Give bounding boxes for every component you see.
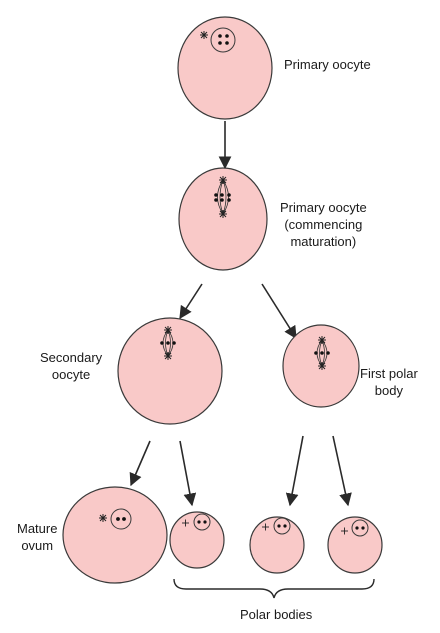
primary-oocyte-maturing-cell: [178, 167, 268, 271]
label-secondary-oocyte: Secondary oocyte: [40, 350, 103, 382]
centrosome-icon: [200, 31, 208, 39]
primary-oocyte-cell: [177, 16, 273, 120]
spindle-icon: [217, 179, 229, 215]
arrow-left: [179, 283, 203, 320]
polar-body-2: [249, 516, 305, 574]
polar-body-3: [327, 516, 383, 574]
label-mature-ovum: Mature ovum: [17, 521, 58, 553]
polar-bodies-brace: [173, 578, 375, 599]
arrow-right: [261, 283, 297, 340]
arrow-to-polar-body-3: [332, 435, 352, 507]
secondary-oocyte-cell: [117, 317, 223, 425]
label-polar-bodies: Polar bodies: [240, 607, 313, 622]
first-polar-body-cell: [282, 324, 360, 408]
polar-body-1: [169, 511, 225, 569]
label-primary-oocyte-maturing: Primary oocyte (commencing maturation): [280, 200, 367, 249]
nucleus: [210, 27, 236, 53]
label-primary-oocyte: Primary oocyte: [284, 57, 371, 72]
label-first-polar-body: First polar body: [360, 366, 418, 398]
arrow-to-polar-body-1: [179, 440, 197, 507]
arrow-to-polar-body-2: [285, 435, 304, 507]
arrow-to-ovum: [129, 440, 151, 487]
mature-ovum-cell: [62, 486, 168, 584]
